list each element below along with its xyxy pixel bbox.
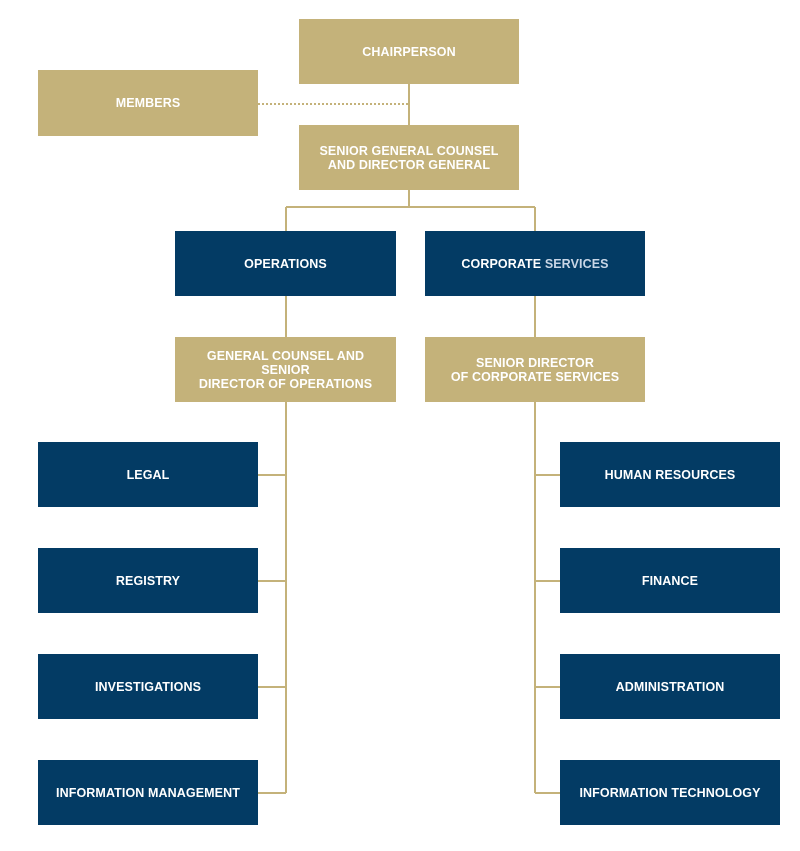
general-counsel-operations-line2: DIRECTOR OF OPERATIONS <box>198 376 373 391</box>
legal-label: LEGAL <box>126 467 170 482</box>
investigations-label: INVESTIGATIONS <box>94 679 202 694</box>
members-label: MEMBERS <box>115 96 181 110</box>
senior-general-counsel-box[interactable]: SENIOR GENERAL COUNSEL AND DIRECTOR GENE… <box>299 125 519 190</box>
senior-director-corporate-line1: SENIOR DIRECTOR <box>476 355 594 370</box>
information-management-label: INFORMATION MANAGEMENT <box>56 785 240 800</box>
administration-box[interactable]: ADMINISTRATION <box>560 654 780 719</box>
investigations-box[interactable]: INVESTIGATIONS <box>38 654 258 719</box>
human-resources-label: HUMAN RESOURCES <box>604 467 736 482</box>
senior-general-counsel-line2: AND DIRECTOR GENERAL <box>327 157 491 172</box>
corporate-services-part2: SERVICES <box>544 256 609 271</box>
human-resources-box[interactable]: HUMAN RESOURCES <box>560 442 780 507</box>
senior-general-counsel-line1: SENIOR GENERAL COUNSEL <box>319 143 499 158</box>
corporate-services-part1: CORPORATE <box>461 256 545 271</box>
legal-box[interactable]: LEGAL <box>38 442 258 507</box>
general-counsel-operations-line1: GENERAL COUNSEL AND SENIOR <box>206 348 365 377</box>
information-management-box[interactable]: INFORMATION MANAGEMENT <box>38 760 258 825</box>
information-technology-box[interactable]: INFORMATION TECHNOLOGY <box>560 760 780 825</box>
general-counsel-operations-label: GENERAL COUNSEL AND SENIOR DIRECTOR OF O… <box>183 349 388 391</box>
chairperson-box[interactable]: CHAIRPERSON <box>299 19 519 84</box>
operations-label: OPERATIONS <box>244 256 327 271</box>
information-technology-label: INFORMATION TECHNOLOGY <box>579 785 761 800</box>
senior-director-corporate-label: SENIOR DIRECTOR OF CORPORATE SERVICES <box>451 356 619 384</box>
operations-box[interactable]: OPERATIONS <box>175 231 396 296</box>
senior-director-corporate-box[interactable]: SENIOR DIRECTOR OF CORPORATE SERVICES <box>425 337 645 402</box>
finance-box[interactable]: FINANCE <box>560 548 780 613</box>
finance-label: FINANCE <box>641 573 699 588</box>
registry-box[interactable]: REGISTRY <box>38 548 258 613</box>
senior-director-corporate-line2: OF CORPORATE SERVICES <box>450 369 620 384</box>
chairperson-label: CHAIRPERSON <box>362 44 456 59</box>
members-box[interactable]: MEMBERS <box>38 70 258 136</box>
registry-label: REGISTRY <box>115 573 181 588</box>
corporate-services-label: CORPORATE SERVICES <box>461 257 608 271</box>
corporate-services-box[interactable]: CORPORATE SERVICES <box>425 231 645 296</box>
administration-label: ADMINISTRATION <box>615 679 725 694</box>
senior-general-counsel-label: SENIOR GENERAL COUNSEL AND DIRECTOR GENE… <box>319 144 498 172</box>
general-counsel-operations-box[interactable]: GENERAL COUNSEL AND SENIOR DIRECTOR OF O… <box>175 337 396 402</box>
